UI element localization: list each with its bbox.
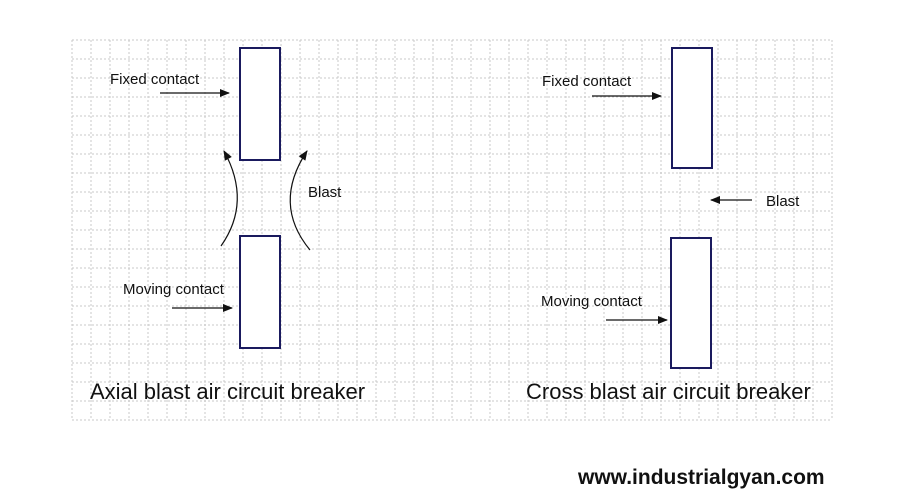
cross-fixed-contact-label: Fixed contact bbox=[542, 73, 632, 90]
background-grid bbox=[71, 39, 833, 421]
axial-blast-left-curved-arrow-icon bbox=[220, 150, 238, 247]
axial-fixed-contact-label: Fixed contact bbox=[110, 71, 200, 88]
axial-fixed-contact bbox=[239, 47, 281, 161]
cross-moving-contact-label: Moving contact bbox=[541, 293, 643, 310]
axial-moving-contact bbox=[239, 235, 281, 349]
axial-moving-contact-label: Moving contact bbox=[123, 281, 225, 298]
axial-blast-section: Fixed contact Blast Moving contact Axial… bbox=[90, 47, 365, 404]
cross-fixed-contact bbox=[671, 47, 713, 169]
cross-blast-label: Blast bbox=[766, 193, 800, 210]
cross-blast-section: Fixed contact Blast Moving contact Cross… bbox=[526, 47, 811, 404]
website-watermark: www.industrialgyan.com bbox=[578, 466, 825, 489]
axial-blast-right-curved-arrow-icon bbox=[289, 150, 311, 251]
cross-moving-contact bbox=[670, 237, 712, 369]
cross-caption: Cross blast air circuit breaker bbox=[526, 379, 811, 404]
axial-blast-label: Blast bbox=[308, 184, 342, 201]
axial-caption: Axial blast air circuit breaker bbox=[90, 379, 365, 404]
